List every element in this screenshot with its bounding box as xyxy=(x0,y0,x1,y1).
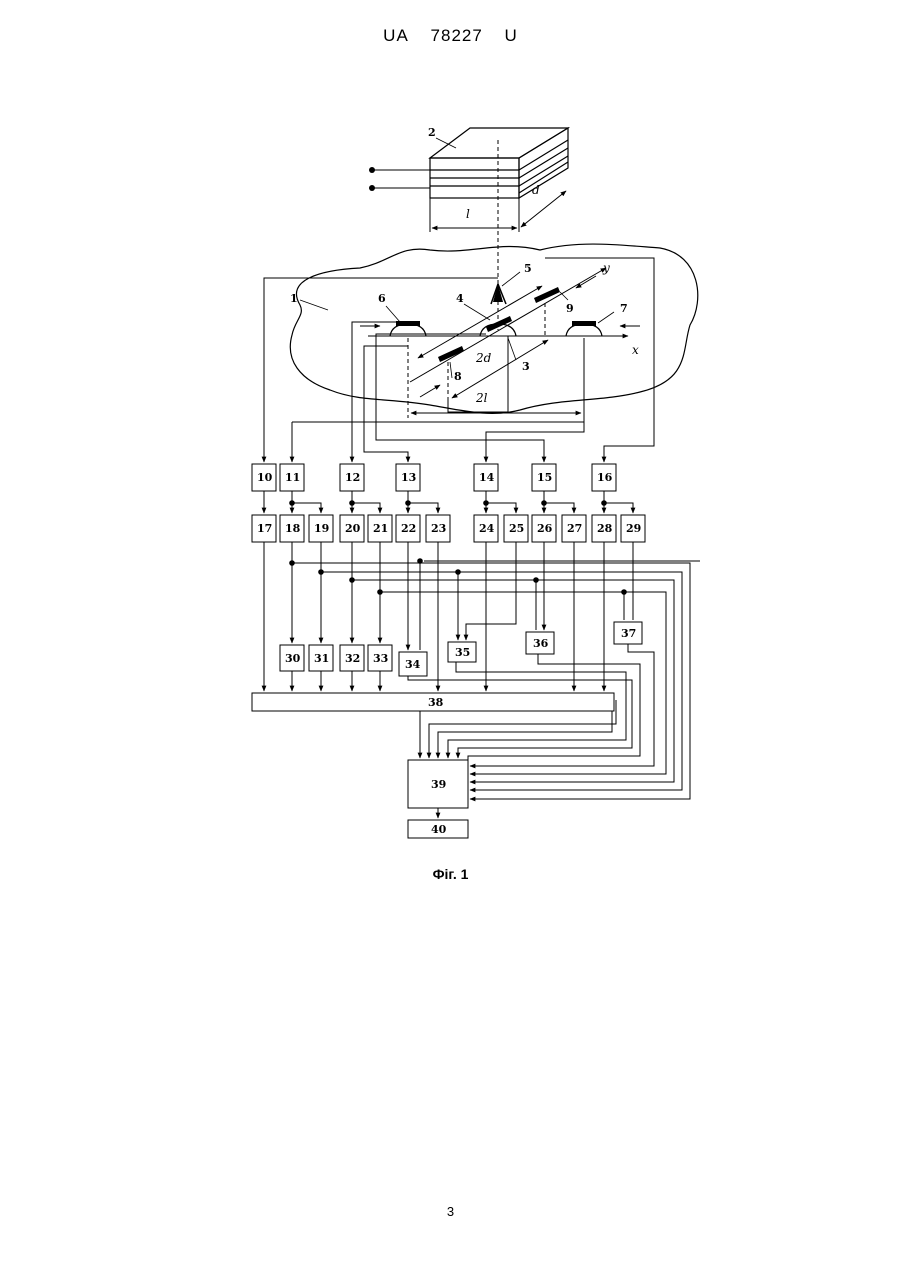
block-20: 20 xyxy=(345,522,361,535)
block-10: 10 xyxy=(257,471,273,484)
axis-y-label: y xyxy=(602,261,610,275)
figure-caption: Фіг. 1 xyxy=(0,866,901,882)
label-1: 1 xyxy=(290,292,298,305)
block-11: 11 xyxy=(285,471,300,484)
page-number: 3 xyxy=(0,1204,901,1219)
label-2: 2 xyxy=(428,126,436,139)
label-3: 3 xyxy=(522,360,530,373)
block-24: 24 xyxy=(479,522,495,535)
dim-2l-label: 2l xyxy=(475,391,488,405)
dim-l-label: l xyxy=(466,207,470,221)
terminal-dot xyxy=(369,167,375,173)
block-26: 26 xyxy=(537,522,553,535)
sensor-wiring xyxy=(264,258,654,462)
block-15: 15 xyxy=(537,471,552,484)
block-37: 37 xyxy=(621,627,636,640)
sensor-5 xyxy=(491,284,506,304)
block-29: 29 xyxy=(626,522,641,535)
block-28: 28 xyxy=(597,522,613,535)
label-6: 6 xyxy=(378,292,386,305)
terminal-dot xyxy=(369,185,375,191)
block-21: 21 xyxy=(373,522,388,535)
block-33: 33 xyxy=(373,652,388,665)
dim-d-label: d xyxy=(532,183,540,197)
block-40: 40 xyxy=(431,823,447,836)
block-30: 30 xyxy=(285,652,301,665)
label-9: 9 xyxy=(566,302,574,315)
block-17: 17 xyxy=(257,522,272,535)
block-36: 36 xyxy=(533,637,549,650)
block-27: 27 xyxy=(567,522,582,535)
row1-blocks xyxy=(252,464,616,491)
block-22: 22 xyxy=(401,522,416,535)
block-38: 38 xyxy=(428,696,444,709)
block-13: 13 xyxy=(401,471,416,484)
sensor-9 xyxy=(534,287,560,336)
block-16: 16 xyxy=(597,471,613,484)
row2-blocks xyxy=(252,515,645,542)
row1-row2-wiring xyxy=(264,491,633,513)
block-19: 19 xyxy=(314,522,329,535)
block-12: 12 xyxy=(345,471,360,484)
axis-x-label: x xyxy=(632,343,639,357)
label-7: 7 xyxy=(620,302,628,315)
label-8: 8 xyxy=(454,370,462,383)
label-5: 5 xyxy=(524,262,532,275)
dim-2d-label: 2d xyxy=(475,351,492,365)
label-4: 4 xyxy=(456,292,464,305)
block-35: 35 xyxy=(455,646,470,659)
block-25: 25 xyxy=(509,522,524,535)
block-23: 23 xyxy=(431,522,446,535)
block-31: 31 xyxy=(314,652,329,665)
sensor-7 xyxy=(566,321,602,336)
block-18: 18 xyxy=(285,522,301,535)
block-39: 39 xyxy=(431,778,446,791)
block-14: 14 xyxy=(479,471,495,484)
block-32: 32 xyxy=(345,652,360,665)
block-34: 34 xyxy=(405,658,421,671)
